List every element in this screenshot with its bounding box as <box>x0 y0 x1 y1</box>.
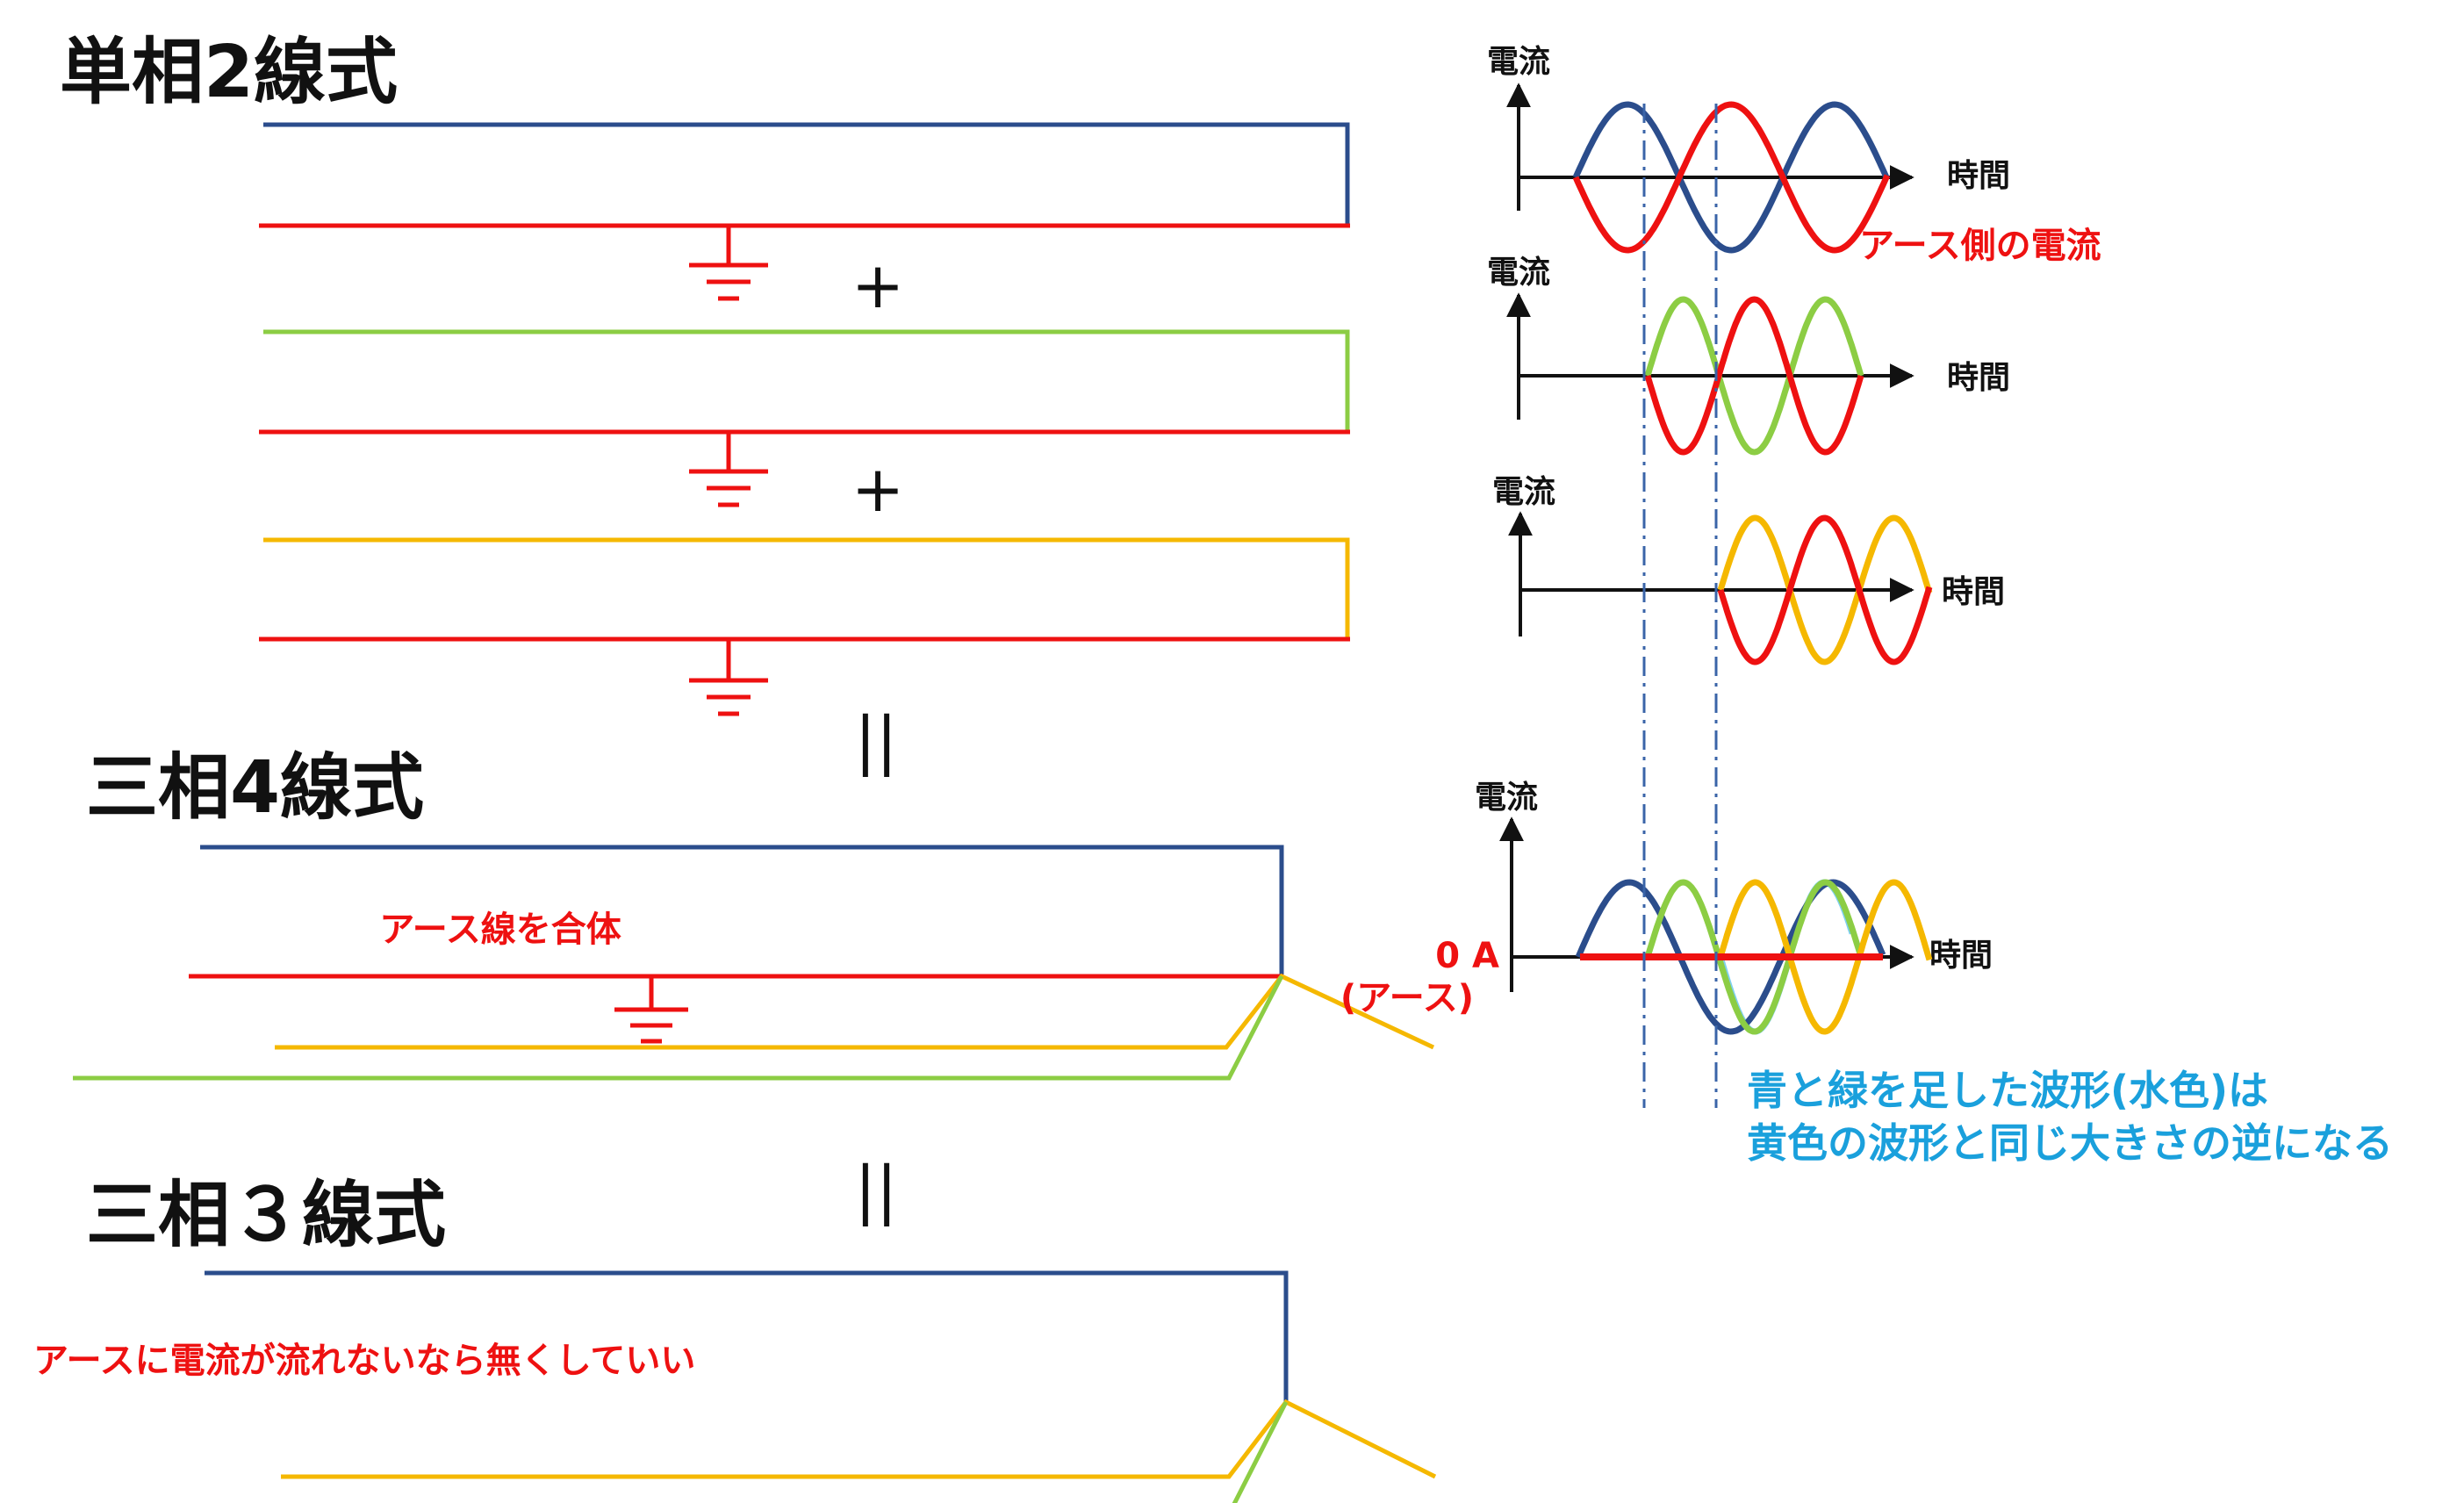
title-three-phase-3wire: 三相３線式 <box>86 1174 446 1257</box>
waveform-yellow <box>1717 879 1933 1035</box>
ground-symbol <box>689 432 768 507</box>
circuit-green <box>259 329 1350 435</box>
note-line-2: 黄色の波形と同じ大きさの逆になる <box>1747 1119 2393 1167</box>
waveform-red-earth <box>1644 296 1864 456</box>
axis-label-time: 時間 <box>1947 158 2010 194</box>
note-line-1: 青と緑を足した波形(水色)は <box>1747 1067 2268 1114</box>
waveform-red-earth <box>1572 101 1891 254</box>
waveform-blue <box>1572 101 1891 254</box>
title-three-phase-4wire: 三相4線式 <box>86 746 424 830</box>
plus-operator: + <box>851 452 904 526</box>
waveform-red-earth <box>1717 514 1933 665</box>
earth-current-label: アース側の電流 <box>1859 226 2101 266</box>
ground-symbol <box>689 226 768 301</box>
axis-label-current: 電流 <box>1487 255 1550 291</box>
plus-operator: + <box>851 248 904 322</box>
circuit-blue <box>259 122 1350 228</box>
waveform-green <box>1644 879 1864 1035</box>
waveform-graph-sum: 電流 時間 0 A <box>1435 780 1993 1035</box>
no-earth-label: アースに電流が流れないなら無くしていい <box>33 1341 695 1381</box>
waveform-yellow <box>1717 514 1933 665</box>
circuit-three-phase-3wire <box>205 1270 1437 1503</box>
equals-operator: || <box>855 703 898 778</box>
waveform-graph-1: 電流 時間 アース側の電流 <box>1487 44 2101 266</box>
axis-label-time: 時間 <box>1929 938 1993 974</box>
ground-symbol <box>689 639 768 716</box>
axis-label-current: 電流 <box>1475 780 1538 816</box>
waveform-green <box>1644 296 1864 456</box>
circuit-yellow <box>259 537 1350 642</box>
axis-label-current: 電流 <box>1492 474 1555 510</box>
ground-symbol <box>614 976 688 1044</box>
circuit-three-phase-4wire <box>73 845 1435 1081</box>
axis-label-time: 時間 <box>1947 360 2010 396</box>
zero-amp-label: 0 A <box>1435 936 1499 976</box>
equals-operator: || <box>855 1153 898 1227</box>
title-single-phase-2wire: 単相2線式 <box>60 31 398 114</box>
waveform-graph-3: 電流 時間 <box>1492 474 2005 665</box>
earth-paren-label: (アース) <box>1340 978 1474 1018</box>
waveform-graph-2: 電流 時間 <box>1487 255 2010 456</box>
axis-label-time: 時間 <box>1942 574 2005 610</box>
axis-label-current: 電流 <box>1487 44 1550 80</box>
merge-earth-label: アース線を合体 <box>379 910 621 950</box>
